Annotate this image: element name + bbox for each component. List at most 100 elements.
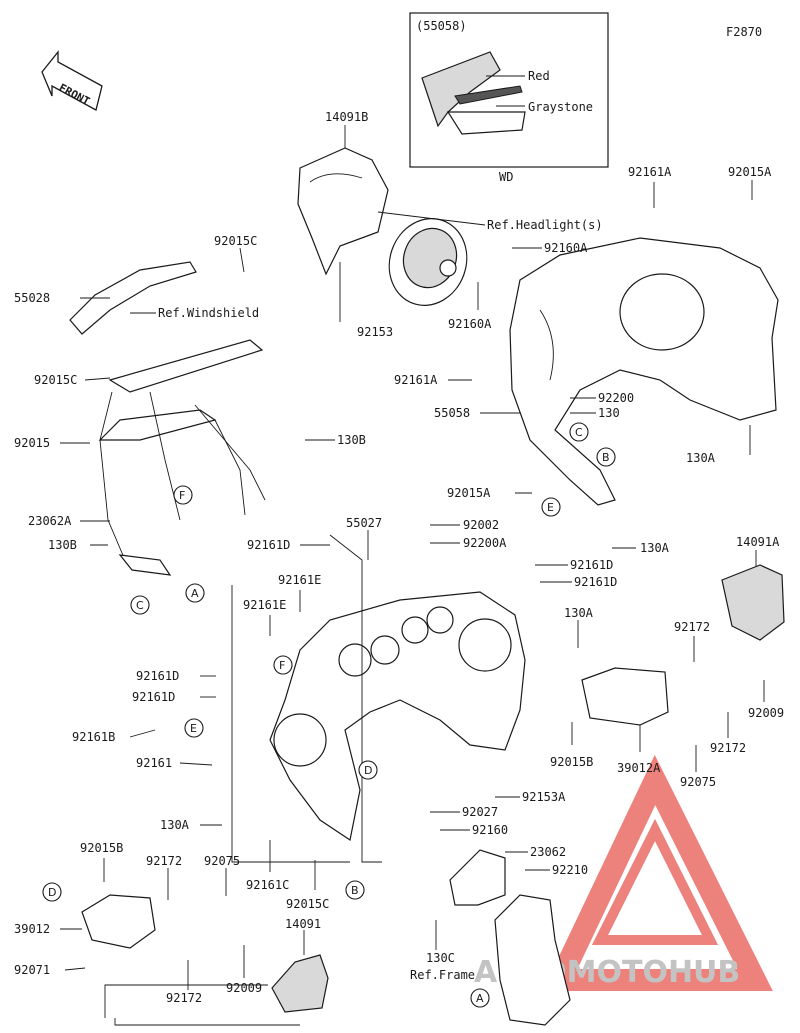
part-39012-shape xyxy=(81,894,156,949)
leader-lines xyxy=(60,180,765,1026)
label-92015C-2: 92015C xyxy=(34,373,77,387)
label-23062: 23062 xyxy=(530,845,566,859)
label-92172-3: 92172 xyxy=(146,854,182,868)
callout-C1: C xyxy=(569,422,589,442)
svg-text:A: A xyxy=(191,587,199,600)
label-92172-4: 92172 xyxy=(166,991,202,1005)
label-92161A-1: 92161A xyxy=(628,165,672,179)
label-92009-1: 92009 xyxy=(748,706,784,720)
label-55028: 55028 xyxy=(14,291,50,305)
part-55058-shape xyxy=(509,237,779,506)
label-130A-4: 130A xyxy=(160,818,190,832)
label-ref-windshield: Ref.Windshield xyxy=(158,306,259,320)
part-labels: 14091B Ref.Headlight(s) 92160A 92160A 92… xyxy=(14,110,784,1005)
label-130C: 130C xyxy=(426,951,455,965)
inset-stripe xyxy=(454,85,523,105)
label-130A-2: 130A xyxy=(640,541,670,555)
label-92153A: 92153A xyxy=(522,790,566,804)
front-arrow-icon: FRONT xyxy=(41,50,103,111)
label-92160A-2: 92160A xyxy=(448,317,492,331)
label-39012A: 39012A xyxy=(617,761,661,775)
label-39012: 39012 xyxy=(14,922,50,936)
label-92015C-1: 92015C xyxy=(214,234,257,248)
part-23062A-frame xyxy=(98,339,266,576)
label-23062A: 23062A xyxy=(28,514,72,528)
label-14091: 14091 xyxy=(285,917,321,931)
label-130A-1: 130A xyxy=(686,451,716,465)
label-92015A-1: 92015A xyxy=(728,165,772,179)
headlight-unit xyxy=(388,218,468,306)
inset-part-number: (55058) xyxy=(416,19,467,33)
callout-B2: B xyxy=(345,880,365,900)
svg-text:D: D xyxy=(364,764,372,777)
label-130B-1: 130B xyxy=(337,433,366,447)
svg-text:E: E xyxy=(547,501,554,514)
callout-F2: F xyxy=(273,655,293,675)
svg-text:C: C xyxy=(136,599,144,612)
callout-C2: C xyxy=(130,595,150,615)
label-92075-1: 92075 xyxy=(680,775,716,789)
callout-E1: E xyxy=(541,497,561,517)
inset-caption: WD xyxy=(499,170,513,184)
label-92015B-1: 92015B xyxy=(550,755,593,769)
label-130B-2: 130B xyxy=(48,538,77,552)
ref-frame-shape xyxy=(494,894,571,1026)
label-92161B: 92161B xyxy=(72,730,115,744)
speaker-opening-right xyxy=(458,618,512,672)
label-92161D-3: 92161D xyxy=(574,575,617,589)
label-92027: 92027 xyxy=(462,805,498,819)
inset-color-graystone: Graystone xyxy=(528,100,593,114)
label-ref-frame: Ref.Frame xyxy=(410,968,475,982)
label-92002: 92002 xyxy=(463,518,499,532)
svg-text:A: A xyxy=(476,992,484,1005)
label-92161D-1: 92161D xyxy=(247,538,290,552)
part-14091-shape xyxy=(271,954,329,1013)
label-55058: 55058 xyxy=(434,406,470,420)
part-14091A-shape xyxy=(721,564,785,641)
label-92161E-1: 92161E xyxy=(278,573,321,587)
inset-lower-part xyxy=(446,111,526,135)
part-23062-shape xyxy=(449,849,506,906)
figure-code: F2870 xyxy=(726,25,762,39)
callout-E2: E xyxy=(184,718,204,738)
callout-D1: D xyxy=(358,760,378,780)
callout-A2: A xyxy=(470,988,490,1008)
label-92200: 92200 xyxy=(598,391,634,405)
label-92161D-2: 92161D xyxy=(570,558,613,572)
label-92161A-2: 92161A xyxy=(394,373,438,387)
label-ref-headlight: Ref.Headlight(s) xyxy=(487,218,603,232)
label-92015A-2: 92015A xyxy=(447,486,491,500)
svg-text:F: F xyxy=(279,659,285,672)
watermark-logo-icon xyxy=(542,754,773,991)
label-92153: 92153 xyxy=(357,325,393,339)
label-92161D-4: 92161D xyxy=(136,669,179,683)
speaker-opening-left xyxy=(273,713,327,767)
svg-text:F: F xyxy=(179,489,185,502)
gauge-3 xyxy=(401,616,429,644)
label-92015: 92015 xyxy=(14,436,50,450)
part-39012A-shape xyxy=(581,667,669,726)
label-14091A: 14091A xyxy=(736,535,780,549)
label-92160: 92160 xyxy=(472,823,508,837)
svg-text:C: C xyxy=(575,426,583,439)
label-92009-2: 92009 xyxy=(226,981,262,995)
part-14091B-shape xyxy=(297,147,389,276)
inset-color-red: Red xyxy=(528,69,550,83)
gauge-1 xyxy=(338,643,372,677)
callout-A1: A xyxy=(185,583,205,603)
label-92075-2: 92075 xyxy=(204,854,240,868)
label-55027: 55027 xyxy=(346,516,382,530)
label-14091B: 14091B xyxy=(325,110,368,124)
gauge-2 xyxy=(370,635,400,665)
callout-B1: B xyxy=(596,447,616,467)
label-92161: 92161 xyxy=(136,756,172,770)
label-130A-3: 130A xyxy=(564,606,594,620)
label-92160A-1: 92160A xyxy=(544,241,588,255)
label-92071: 92071 xyxy=(14,963,50,977)
label-92161D-5: 92161D xyxy=(132,690,175,704)
callout-F1: F xyxy=(173,485,193,505)
fairing-headlight-opening xyxy=(619,273,705,351)
svg-text:E: E xyxy=(190,722,197,735)
label-92200A: 92200A xyxy=(463,536,507,550)
label-92161E-2: 92161E xyxy=(243,598,286,612)
